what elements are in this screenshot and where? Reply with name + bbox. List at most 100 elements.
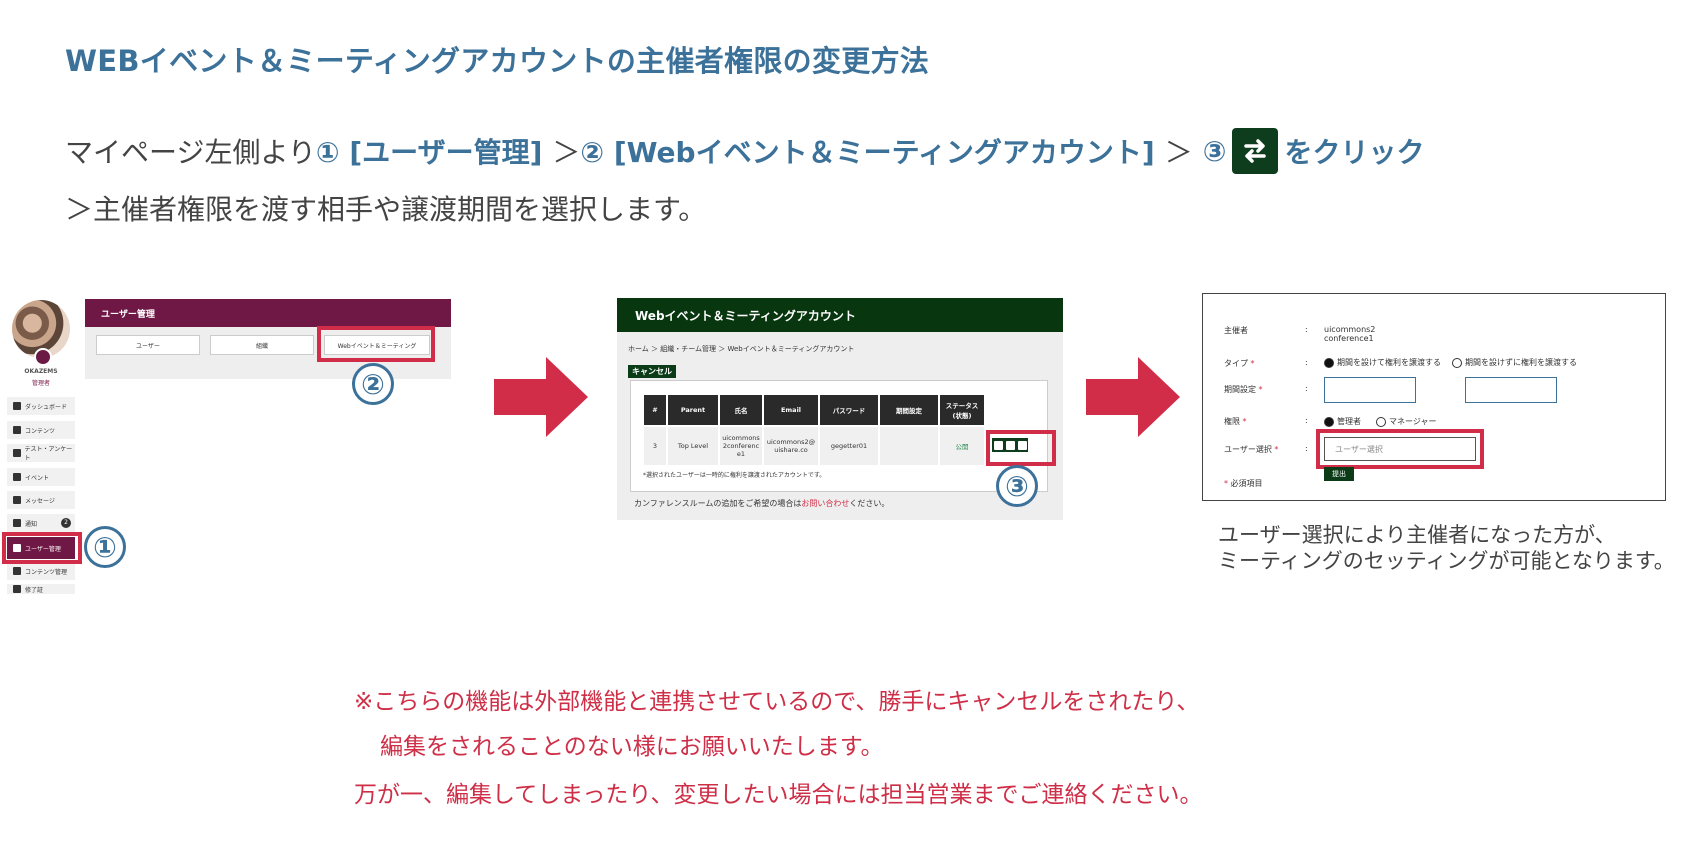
type-option-label: 期間を設けて権利を譲渡する [1337, 358, 1441, 367]
instruction-prefix: マイページ左側より [65, 136, 316, 169]
table-cell: uicommons2@uishare.co [764, 427, 818, 465]
step-marker-3: ③ [996, 465, 1038, 507]
bell-icon [13, 519, 21, 527]
breadcrumb: ホーム ＞ 組織・チーム管理 ＞ Webイベント＆ミーティングアカウント [628, 345, 855, 353]
accounts-table: # Parent 氏名 Email パスワード 期間設定 ステータス(状態) 3… [642, 393, 986, 467]
row-actions [992, 438, 1028, 452]
transfer-form [1202, 293, 1666, 501]
radio-selected[interactable] [1324, 416, 1334, 427]
sidebar-item-users[interactable]: ユーザー管理 [7, 537, 75, 560]
radio-unselected[interactable] [1376, 416, 1386, 427]
type-option-no-period[interactable]: 期間を設けずに権利を譲渡する [1452, 357, 1577, 368]
sidebar-item-notification[interactable]: 通知 2 [7, 514, 75, 533]
organizer-value: uicommons2 conference1 [1324, 325, 1376, 343]
sidebar-item-label: ダッシュボード [25, 403, 68, 411]
radio-selected[interactable] [1324, 357, 1334, 368]
role-option-admin[interactable]: 管理者 [1324, 416, 1361, 427]
table-note: *選択されたユーザーは一時的に権利を譲渡されたアカウントです。 [643, 472, 826, 479]
type-label: タイプ * [1224, 358, 1255, 369]
warning-line-1: ※こちらの機能は外部機能と連携させているので、勝手にキャンセルをされたり、 [354, 689, 1200, 715]
tab-users[interactable]: ユーザー [96, 335, 200, 355]
accounts-header: Webイベント＆ミーティングアカウント [617, 298, 1063, 332]
sidebar-item-label: コンテンツ [25, 427, 56, 435]
required-mark: * [1250, 359, 1255, 368]
footer-text-suffix: ください。 [849, 499, 890, 508]
arrow-right-icon [1086, 357, 1180, 437]
trash-icon[interactable] [1017, 440, 1027, 450]
message-icon [13, 496, 21, 504]
instruction-line: マイページ左側より ① [ユーザー管理] ＞ ② [Webイベント＆ミーティング… [65, 128, 1424, 174]
column-header: Email [764, 395, 818, 425]
table-cell: 3 [644, 427, 666, 465]
edit-icon[interactable] [1005, 440, 1015, 450]
period-end-field[interactable] [1465, 377, 1557, 403]
step1-label: ① [ユーザー管理] [315, 136, 543, 169]
dashboard-icon [13, 402, 21, 410]
page-title: WEBイベント＆ミーティングアカウントの主催者権限の変更方法 [65, 44, 930, 78]
content-icon [13, 426, 21, 434]
sidebar-item-label: ユーザー管理 [25, 545, 61, 553]
required-mark: * [1274, 445, 1279, 454]
warning-line-2: 編集をされることのない様にお願いいたします。 [380, 734, 884, 760]
user-mgmt-header: ユーザー管理 [85, 299, 451, 327]
sidebar-item-label: イベント [25, 474, 50, 482]
role-option-manager[interactable]: マネージャー [1376, 416, 1436, 427]
column-header: 氏名 [720, 395, 762, 425]
tab-web-event-meeting[interactable]: Webイベント＆ミーティング [324, 335, 430, 355]
sidebar-item-content-manage[interactable]: コンテンツ管理 [7, 562, 75, 581]
user-name: OKAZEMS [24, 368, 58, 375]
user-select-field[interactable]: ユーザー選択 [1324, 437, 1476, 461]
separator: ＞ [552, 136, 581, 169]
step2-label: ② [Webイベント＆ミーティングアカウント] [580, 136, 1155, 169]
column-header: 期間設定 [880, 395, 938, 425]
more-icon [13, 585, 21, 593]
type-label-text: タイプ [1224, 359, 1248, 368]
period-label: 期間設定 * [1224, 384, 1263, 395]
sidebar-item-label: テスト・アンケート [24, 446, 73, 462]
sidebar-item-label: 修了証 [25, 586, 44, 594]
type-option-period[interactable]: 期間を設けて権利を譲渡する [1324, 357, 1441, 368]
user-select-label-text: ユーザー選択 [1224, 445, 1272, 454]
table-header-row: # Parent 氏名 Email パスワード 期間設定 ステータス(状態) [644, 395, 984, 425]
warning-line-3: 万が一、編集してしまったり、変更したい場合には担当営業までご連絡ください。 [354, 782, 1203, 808]
footer-text-prefix: カンファレンスルームの追加をご希望の場合は [634, 499, 802, 508]
role-option-label: 管理者 [1337, 417, 1361, 426]
colon: : [1305, 358, 1308, 367]
sidebar-item-label: コンテンツ管理 [25, 568, 68, 576]
cancel-button[interactable]: キャンセル [628, 365, 676, 378]
step3-label: ③ [1202, 134, 1227, 168]
sidebar-item-content[interactable]: コンテンツ [7, 421, 75, 440]
required-note: * 必須項目 [1224, 478, 1263, 489]
period-start-field[interactable] [1324, 377, 1416, 403]
sidebar-item-test[interactable]: テスト・アンケート [7, 444, 75, 463]
table-cell [880, 427, 938, 465]
table-row: 3 Top Level uicommons2conference1 uicomm… [644, 427, 984, 465]
user-select-label: ユーザー選択 * [1224, 444, 1278, 455]
edit-avatar-icon[interactable] [34, 348, 52, 366]
step-marker-1: ① [84, 526, 126, 568]
organizer-label: 主催者 [1224, 326, 1248, 335]
required-mark: * [1224, 479, 1228, 488]
role-label: 権限 * [1224, 416, 1247, 427]
sidebar-item-certificate[interactable]: 修了証 [7, 584, 75, 595]
table-cell: uicommons2conference1 [720, 427, 762, 465]
column-header: # [644, 395, 666, 425]
radio-unselected[interactable] [1452, 357, 1462, 368]
column-header: ステータス(状態) [940, 395, 984, 425]
tab-organization[interactable]: 組織 [210, 335, 314, 355]
sidebar-item-message[interactable]: メッセージ [7, 491, 75, 510]
sidebar-item-dashboard[interactable]: ダッシュボード [7, 397, 75, 416]
sidebar-item-event[interactable]: イベント [7, 468, 75, 487]
contact-link[interactable]: お問い合わせ [801, 499, 850, 508]
footer-text: カンファレンスルームの追加をご希望の場合はお問い合わせください。 [634, 498, 889, 509]
separator: ＞ [1164, 136, 1193, 169]
colon: : [1305, 384, 1308, 393]
submit-button[interactable]: 提出 [1324, 467, 1354, 481]
required-note-text: 必須項目 [1230, 479, 1263, 488]
highlight-box [1316, 429, 1484, 469]
transfer-icon[interactable] [993, 440, 1003, 450]
type-option-label: 期間を設けずに権利を譲渡する [1465, 358, 1577, 367]
colon: : [1305, 416, 1308, 425]
period-label-text: 期間設定 [1224, 385, 1256, 394]
caption-line: ユーザー選択により主催者になった方が、 [1218, 523, 1616, 547]
